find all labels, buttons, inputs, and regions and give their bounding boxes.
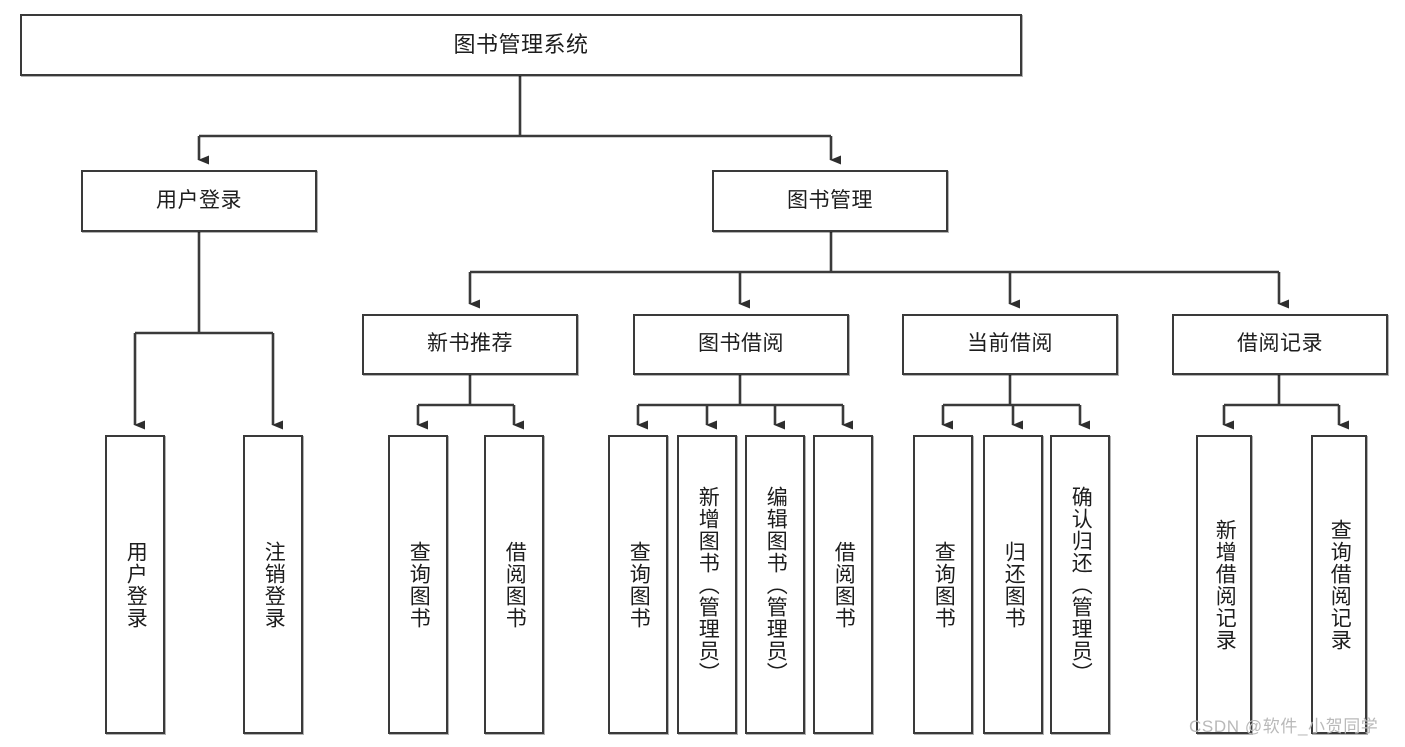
- leaf-new-book-borrow-label: 借阅图书: [503, 540, 527, 629]
- leaf-current-borrow-confirm-return[interactable]: 确认归还（管理员）: [1050, 435, 1110, 734]
- leaf-book-borrow-edit-label: 编辑图书（管理员）: [764, 485, 788, 684]
- node-book-borrow-label: 图书借阅: [698, 332, 784, 356]
- leaf-new-book-query[interactable]: 查询图书: [388, 435, 448, 734]
- node-book-management[interactable]: 图书管理: [712, 170, 948, 232]
- leaf-user-login-logout-label: 注销登录: [262, 540, 286, 629]
- node-root-system-label: 图书管理系统: [453, 32, 589, 58]
- node-current-borrow-label: 当前借阅: [967, 332, 1053, 356]
- node-new-book-recommend-label: 新书推荐: [427, 332, 513, 356]
- leaf-new-book-query-label: 查询图书: [407, 540, 431, 629]
- leaf-current-borrow-confirm-return-label: 确认归还（管理员）: [1069, 485, 1093, 684]
- node-user-login-label: 用户登录: [156, 188, 242, 212]
- leaf-borrow-record-add-label: 新增借阅记录: [1213, 518, 1237, 651]
- node-current-borrow[interactable]: 当前借阅: [902, 314, 1118, 375]
- node-borrow-record[interactable]: 借阅记录: [1172, 314, 1388, 375]
- node-book-management-label: 图书管理: [787, 188, 873, 212]
- leaf-borrow-record-query-label: 查询借阅记录: [1328, 518, 1352, 651]
- leaf-user-login-login-label: 用户登录: [124, 540, 148, 629]
- leaf-borrow-record-query[interactable]: 查询借阅记录: [1311, 435, 1367, 734]
- leaf-current-borrow-query[interactable]: 查询图书: [913, 435, 973, 734]
- node-user-login[interactable]: 用户登录: [81, 170, 317, 232]
- leaf-user-login-login[interactable]: 用户登录: [105, 435, 165, 734]
- leaf-current-borrow-return[interactable]: 归还图书: [983, 435, 1043, 734]
- node-book-borrow[interactable]: 图书借阅: [633, 314, 849, 375]
- leaf-book-borrow-query[interactable]: 查询图书: [608, 435, 668, 734]
- leaf-book-borrow-add-label: 新增图书（管理员）: [696, 485, 720, 684]
- leaf-book-borrow-add[interactable]: 新增图书（管理员）: [677, 435, 737, 734]
- leaf-book-borrow-borrow-label: 借阅图书: [832, 540, 856, 629]
- leaf-book-borrow-query-label: 查询图书: [627, 540, 651, 629]
- leaf-current-borrow-query-label: 查询图书: [932, 540, 956, 629]
- leaf-borrow-record-add[interactable]: 新增借阅记录: [1196, 435, 1252, 734]
- node-root-system[interactable]: 图书管理系统: [20, 14, 1022, 76]
- leaf-new-book-borrow[interactable]: 借阅图书: [484, 435, 544, 734]
- leaf-book-borrow-borrow[interactable]: 借阅图书: [813, 435, 873, 734]
- node-borrow-record-label: 借阅记录: [1237, 332, 1323, 356]
- leaf-user-login-logout[interactable]: 注销登录: [243, 435, 303, 734]
- node-new-book-recommend[interactable]: 新书推荐: [362, 314, 578, 375]
- leaf-current-borrow-return-label: 归还图书: [1002, 540, 1026, 629]
- leaf-book-borrow-edit[interactable]: 编辑图书（管理员）: [745, 435, 805, 734]
